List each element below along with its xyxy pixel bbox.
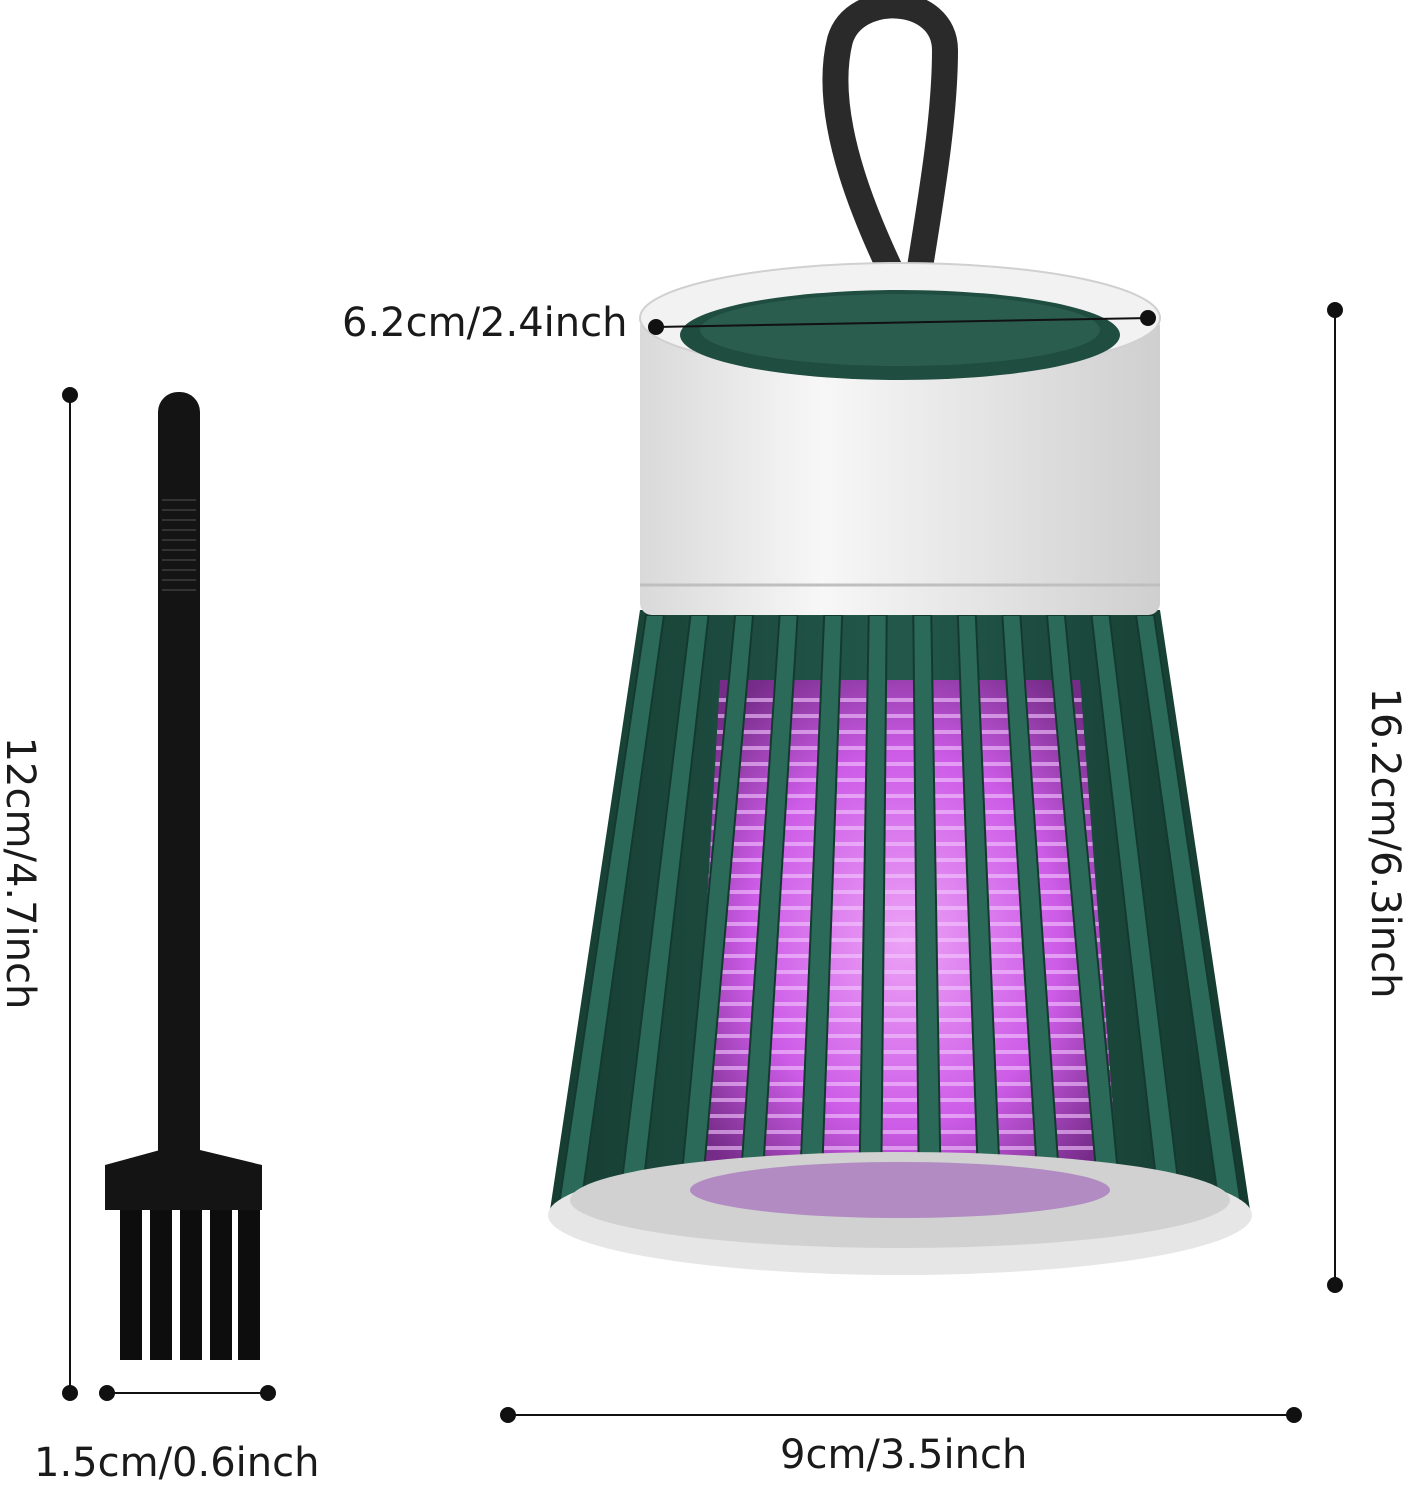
cleaning-brush-icon [105, 392, 262, 1360]
dimension-lines [62, 302, 1343, 1423]
brush-height-label: 12cm/4.7inch [0, 736, 43, 1010]
lamp-width-label: 9cm/3.5inch [780, 1432, 1028, 1478]
lamp-cap [639, 262, 1161, 615]
lamp-cage [550, 610, 1250, 1210]
lamp-height-label: 16.2cm/6.3inch [1362, 687, 1404, 999]
strap-icon [822, 0, 958, 358]
top-diameter-label: 6.2cm/2.4inch [342, 300, 628, 346]
brush-width-label: 1.5cm/0.6inch [34, 1440, 320, 1486]
